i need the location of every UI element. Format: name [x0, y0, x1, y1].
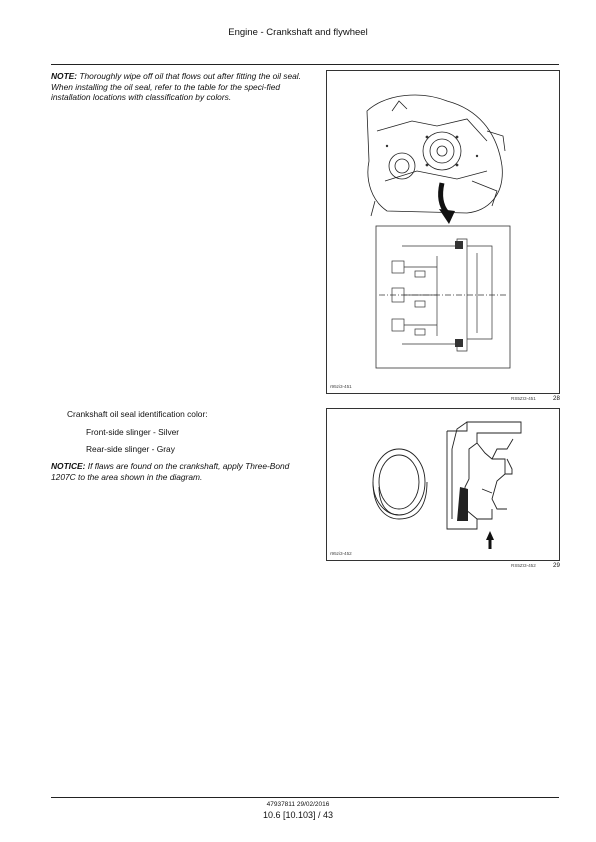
figure-28-number: 28 [553, 395, 560, 402]
note-block: NOTE: Thoroughly wipe off oil that flows… [51, 71, 313, 103]
figure-28-image-id: r95zi3-451 [330, 384, 352, 389]
figure-29-frame: r95zi3-452 [326, 408, 560, 561]
note-text-2: When installing the oil seal, refer to t… [51, 81, 281, 103]
notice-block: NOTICE: If flaws are found on the cranks… [51, 461, 313, 482]
notice-label: NOTICE: [51, 461, 86, 471]
header-rule [51, 64, 559, 65]
notice-text: If flaws are found on the crankshaft, ap… [51, 461, 290, 482]
page-header-title: Engine - Crankshaft and flywheel [228, 27, 368, 38]
seal-color-block: Crankshaft oil seal identification color… [51, 409, 313, 455]
engine-front-seal-illustration [366, 94, 511, 369]
footer-document-date: 47937811 29/02/2016 [266, 801, 330, 808]
figure-28-caption: RS5ZI3-451 [511, 396, 536, 401]
figure-29-caption: RS5ZI3-452 [511, 563, 536, 568]
seal-color-item-rear: Rear-side slinger - Gray [86, 444, 175, 454]
footer-rule [51, 797, 559, 798]
seal-color-item-front: Front-side slinger - Silver [86, 426, 180, 437]
footer-page-number: 10.6 [10.103] / 43 [262, 810, 334, 820]
seal-color-heading: Crankshaft oil seal identification color… [67, 409, 208, 419]
figure-29-image-id: r95zi3-452 [330, 551, 352, 556]
oil-seal-section-illustration [372, 421, 522, 549]
figure-29-number: 29 [553, 562, 560, 569]
note-text-1: Thoroughly wipe off oil that flows out a… [77, 71, 301, 81]
note-paragraph: NOTE: Thoroughly wipe off oil that flows… [51, 71, 313, 82]
note-label: NOTE: [51, 71, 78, 81]
figure-28-frame: r95zi3-451 [326, 70, 560, 394]
notice-paragraph: NOTICE: If flaws are found on the cranks… [51, 461, 313, 482]
